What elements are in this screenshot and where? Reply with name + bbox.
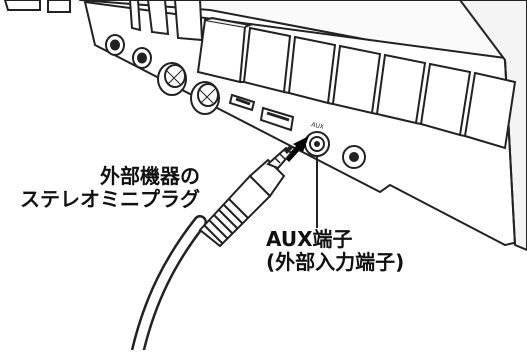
plug-label-line1: 外部機器の (100, 164, 200, 188)
control-knob-icon (157, 62, 220, 115)
button-row (196, 16, 517, 150)
aux-label-line2: (外部入力端子) (266, 250, 405, 274)
plug-label-line2: ステレオミニプラグ (20, 187, 200, 211)
right-jack (342, 145, 366, 169)
hdmi-port-icon (259, 106, 295, 132)
insert-arrow-icon (285, 136, 309, 162)
plug-callout-label: 外部機器の ステレオミニプラグ (14, 165, 200, 211)
left-jacks (105, 34, 152, 69)
aux-jack-icon: AUX (304, 121, 330, 157)
usb-port-icon (228, 93, 256, 112)
aux-panel-marking: AUX (311, 121, 325, 131)
top-slots (3, 0, 204, 42)
stereo-mini-plug-icon (131, 145, 293, 355)
aux-label-line1: AUX端子 (266, 227, 353, 251)
aux-callout-label: AUX端子 (外部入力端子) (266, 228, 404, 274)
